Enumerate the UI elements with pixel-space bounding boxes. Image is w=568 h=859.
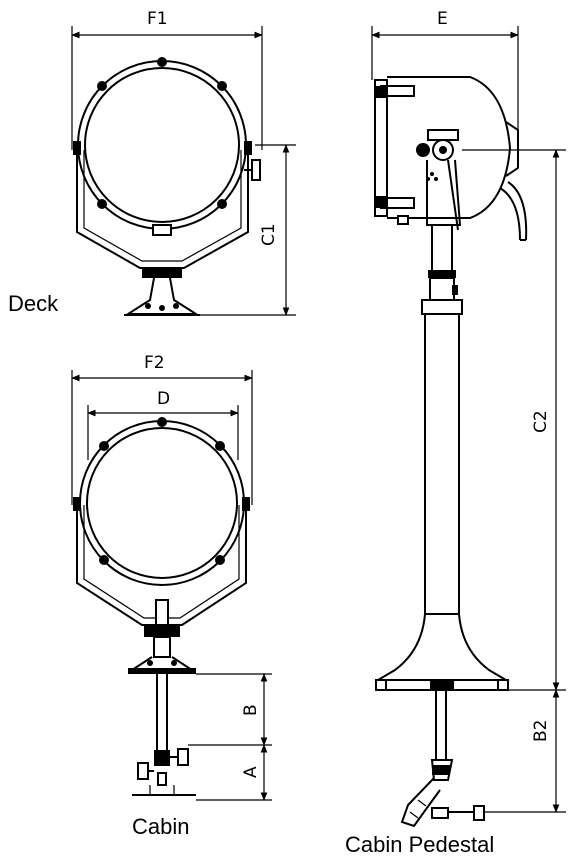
deck-caption: Deck	[8, 291, 59, 316]
dimension-b2-label: B2	[531, 720, 551, 742]
dimension-d-label: D	[157, 389, 170, 409]
dimension-f1-label: F1	[147, 9, 168, 29]
pedestal-lamp-front-rim	[374, 79, 388, 217]
dimension-f2-label: F2	[144, 353, 165, 373]
cabin-caption: Cabin	[132, 814, 189, 839]
deck-lamp-lens	[84, 67, 240, 223]
cabin-view: F2 D	[71, 353, 272, 839]
deck-yoke	[76, 150, 249, 269]
cabin-pedestal-view: E	[345, 9, 566, 857]
dimension-c1-label: C1	[259, 223, 279, 246]
dimension-b-label: B	[241, 704, 261, 716]
deck-lock-knob	[251, 159, 261, 181]
cabin-mount-bracket	[154, 750, 170, 766]
dimension-c2-label: C2	[531, 410, 551, 433]
dimension-a-label: A	[241, 766, 261, 778]
cabin-lamp-clips	[99, 417, 225, 565]
cabin-lamp-lens	[86, 427, 238, 579]
pedestal-top-handle	[380, 85, 415, 97]
deck-view: F1 C1 Deck	[8, 9, 296, 316]
dimension-e-label: E	[437, 9, 448, 29]
cabin-pedestal-caption: Cabin Pedestal	[345, 832, 494, 857]
deck-lamp-clips	[97, 57, 227, 209]
pedestal-lamp-housing	[387, 76, 512, 219]
deck-lamp-bottom-boss	[152, 224, 172, 236]
pedestal-column	[424, 313, 460, 615]
pedestal-foot	[374, 613, 510, 681]
pedestal-bottom-handle	[380, 197, 415, 209]
pedestal-floor-bracket	[400, 777, 441, 828]
